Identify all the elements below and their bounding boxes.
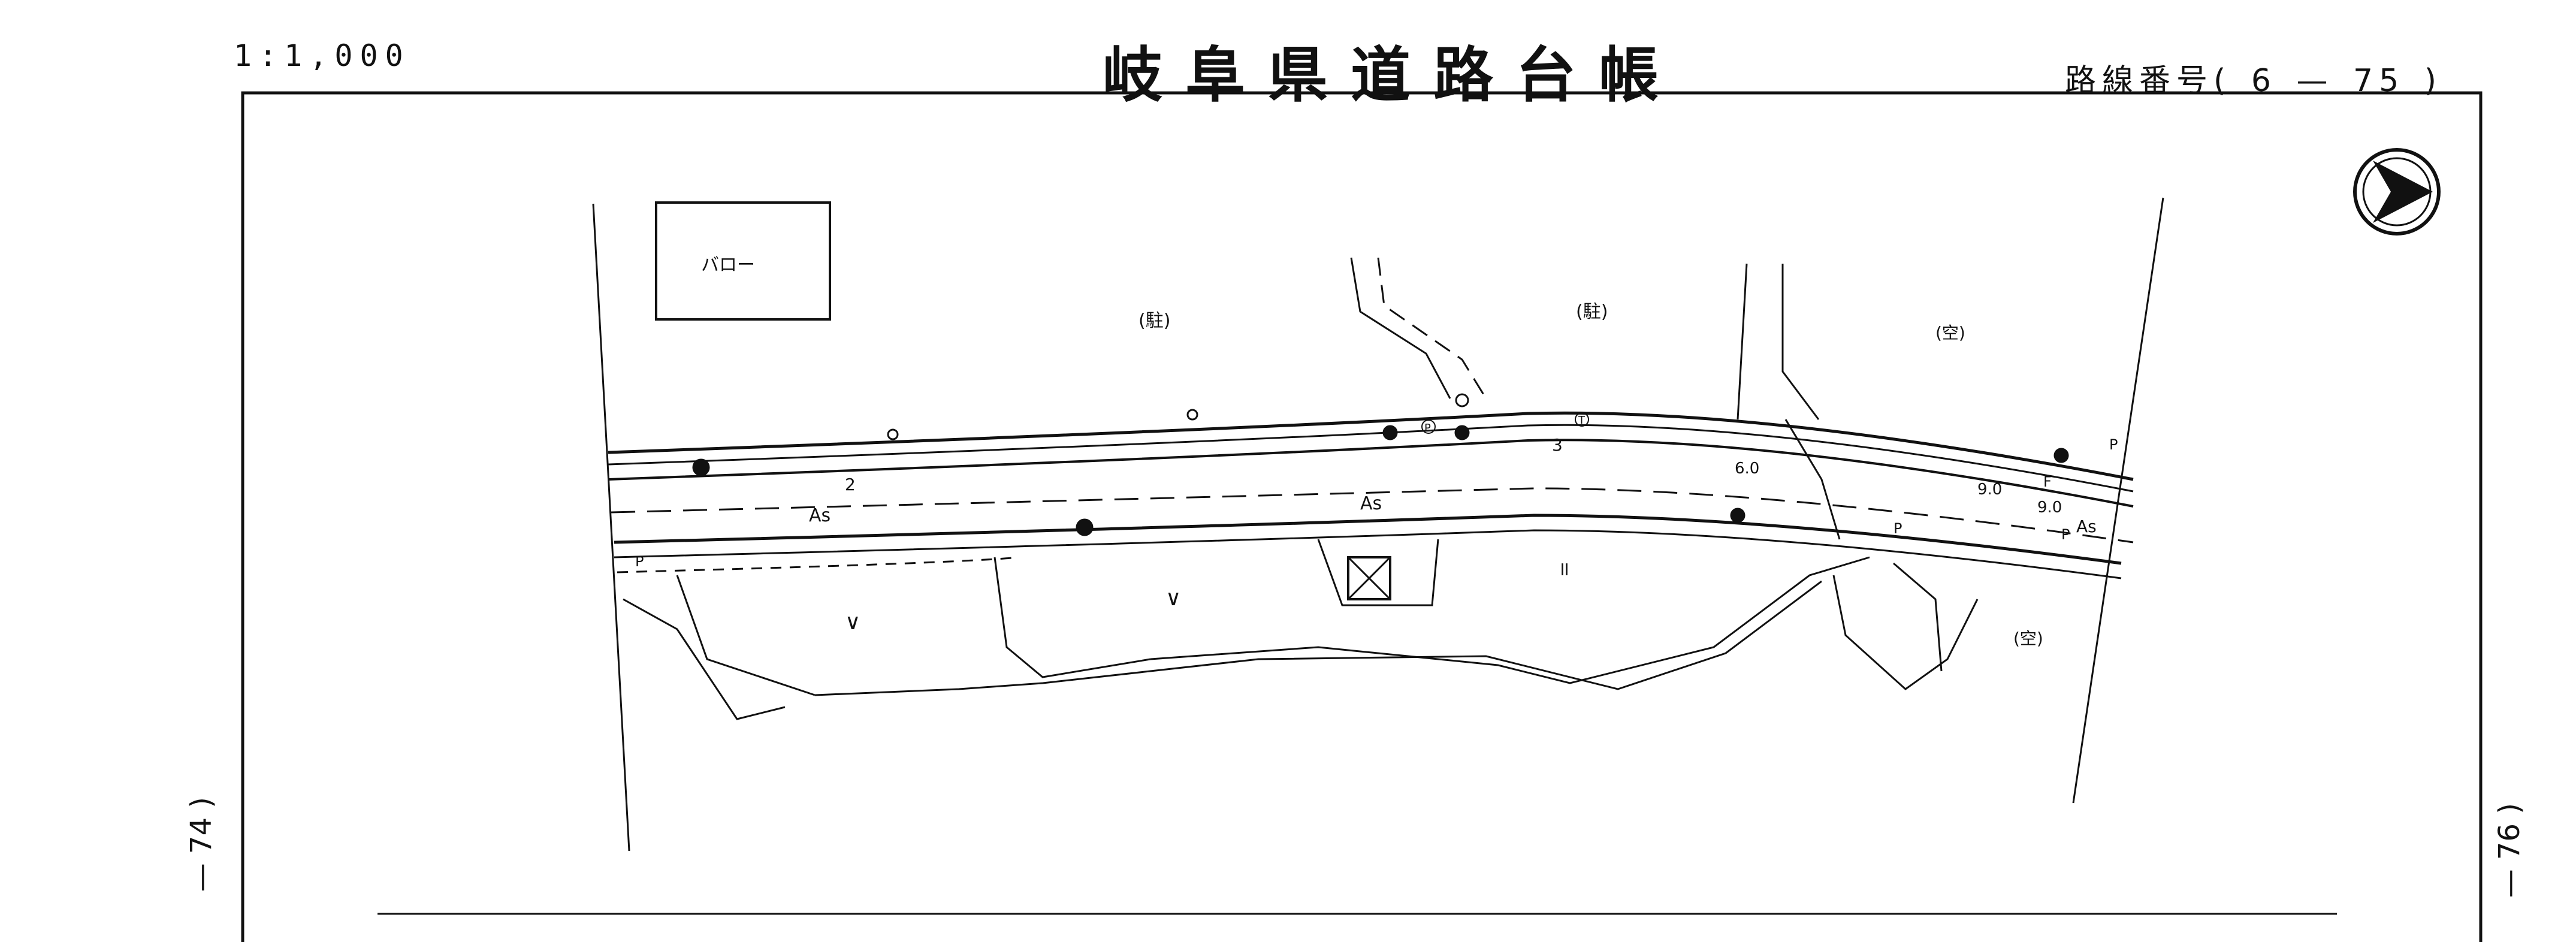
pavement-label-left: As	[809, 505, 831, 526]
road-width-b: 9.0	[1977, 481, 2002, 499]
field-mark-right: ॥	[1558, 557, 1569, 580]
parking-label-left: (駐)	[1138, 310, 1170, 331]
utility-poles	[692, 393, 2069, 536]
building-label: バロー	[701, 255, 755, 276]
building-outline	[655, 201, 831, 321]
sheet-border	[241, 91, 2483, 942]
pavement-label-right: As	[2076, 517, 2097, 536]
circled-p-label: P	[1424, 422, 1431, 434]
map-extent-left	[592, 203, 630, 852]
north-arrow-icon	[2353, 148, 2441, 236]
pole-label-p4: P	[2109, 436, 2118, 453]
station-number-3: 3	[1552, 435, 1563, 455]
road-width-a: 6.0	[1735, 460, 1759, 478]
route-number-close: )	[2424, 63, 2442, 99]
map-scale: 1:1,000	[234, 38, 410, 73]
terrain-features	[623, 539, 1979, 720]
map-extent-right	[2072, 197, 2164, 804]
field-mark-left: ∨	[845, 610, 860, 635]
pole-label-p2: P	[1894, 520, 1902, 537]
pole-label-p3: P	[2061, 526, 2070, 543]
side-roads	[1350, 257, 1841, 540]
road-width-c: 9.0	[2037, 499, 2062, 517]
circled-t-label: T	[1578, 414, 1586, 427]
circled-p-mark	[1421, 419, 1436, 434]
road-outline	[608, 411, 2134, 579]
parking-label-right: (駐)	[1576, 301, 1608, 322]
sheet-title: 岐阜県道路台帳	[1103, 40, 1681, 110]
pavement-label-center: As	[1360, 493, 1382, 514]
field-mark-center: ∨	[1165, 586, 1181, 611]
vacant-label-top: (空)	[1935, 323, 1965, 343]
station-number-2: 2	[845, 475, 856, 494]
circled-t-mark	[1575, 412, 1589, 427]
vacant-label-bottom: (空)	[2013, 629, 2043, 648]
pole-label-p1: P	[635, 553, 644, 570]
pole-label-f: F	[2043, 473, 2052, 490]
